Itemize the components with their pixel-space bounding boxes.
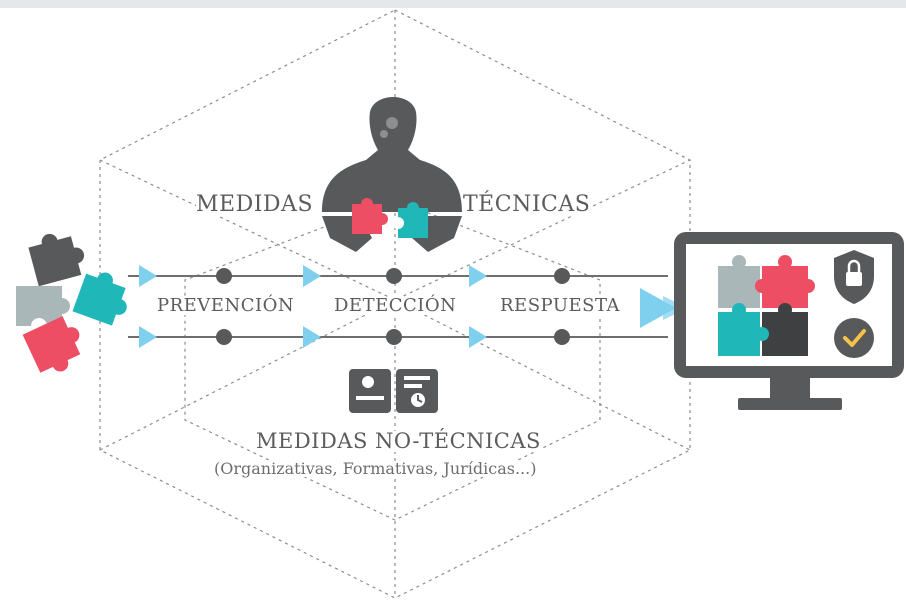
- puzzle-pieces-icon: [16, 233, 127, 373]
- person-with-gears-icon: [322, 97, 462, 252]
- stage-deteccion: DETECCIÓN: [334, 295, 457, 316]
- document-chart-icon: [349, 369, 438, 413]
- stage-prevencion: PREVENCIÓN: [157, 295, 295, 316]
- lock-shield-icon: [834, 250, 874, 304]
- nontechnical-measures-title: MEDIDAS NO-TÉCNICAS: [256, 429, 541, 453]
- process-line-top: [128, 265, 668, 287]
- big-arrow: [640, 288, 676, 328]
- check-badge-icon: [834, 318, 874, 358]
- monitor-puzzle-icon: [718, 255, 815, 356]
- stage-respuesta: RESPUESTA: [500, 295, 620, 316]
- technical-measures-label-left: MEDIDAS: [196, 192, 314, 217]
- held-puzzle-pieces: [352, 198, 428, 238]
- nontechnical-measures-subtitle: (Organizativas, Formativas, Jurídicas...…: [214, 459, 537, 478]
- process-line-bottom: [128, 326, 668, 348]
- top-border: [0, 0, 906, 8]
- technical-measures-label-right: TÉCNICAS: [463, 192, 591, 217]
